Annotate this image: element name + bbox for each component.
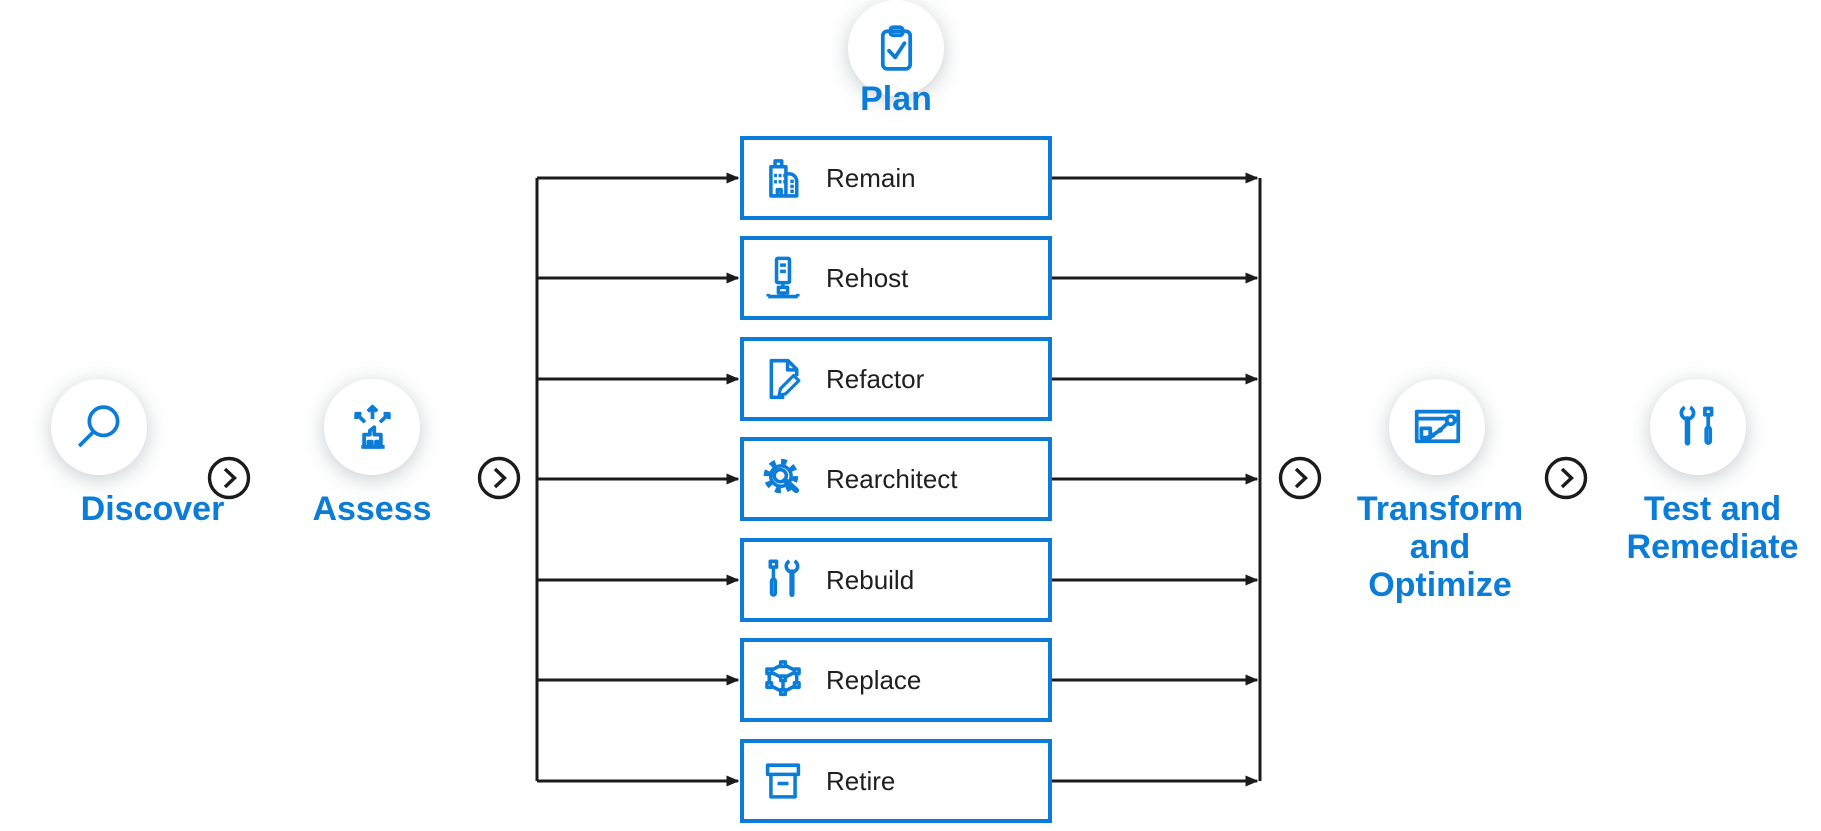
arrow-chevron-icon	[1277, 455, 1323, 501]
magnifier-icon	[77, 404, 119, 447]
gear-magnifier-icon	[763, 458, 800, 494]
option-label: Rebuild	[826, 564, 915, 595]
option-box-rearchitect: Rearchitect	[740, 437, 1052, 521]
option-box-refactor: Refactor	[740, 337, 1052, 421]
stage-circle-test	[1650, 379, 1746, 475]
stage-label-test: Test and Remediate	[1626, 490, 1799, 566]
clipboard-check-icon	[880, 24, 912, 71]
option-box-retire: Retire	[740, 739, 1052, 823]
document-pencil-icon	[769, 358, 801, 400]
option-label: Retire	[826, 765, 896, 796]
stage-label-transform: Transform and Optimize	[1356, 490, 1524, 604]
wrench-screwdriver-icon	[1679, 405, 1713, 445]
archive-box-icon	[765, 763, 801, 799]
arrow-chevron-icon	[476, 455, 522, 501]
option-box-rebuild: Rebuild	[740, 538, 1052, 622]
arrow-chevron-icon	[206, 455, 252, 501]
option-box-rehost: Rehost	[740, 236, 1052, 320]
option-box-remain: Remain	[740, 136, 1052, 220]
stage-label-assess: Assess	[312, 490, 432, 528]
stage-label-plan: Plan	[860, 80, 932, 118]
stage-label-discover: Discover	[80, 490, 225, 528]
option-label: Rearchitect	[826, 463, 958, 494]
server-network-icon	[766, 256, 800, 299]
window-trend-icon	[1414, 409, 1460, 443]
stage-circle-transform	[1389, 379, 1485, 475]
wireframe-cube-icon	[765, 660, 801, 697]
office-building-icon	[769, 159, 799, 198]
arrow-chevron-icon	[1543, 455, 1589, 501]
option-label: Rehost	[826, 262, 909, 293]
option-label: Replace	[826, 664, 922, 695]
screwdriver-wrench-icon	[768, 559, 800, 597]
stage-circle-assess	[324, 379, 420, 475]
stage-circle-plan	[848, 0, 944, 96]
stage-circle-discover	[51, 379, 147, 475]
option-box-replace: Replace	[740, 638, 1052, 722]
building-arrows-icon	[353, 404, 391, 449]
option-label: Refactor	[826, 363, 925, 394]
option-label: Remain	[826, 162, 916, 193]
